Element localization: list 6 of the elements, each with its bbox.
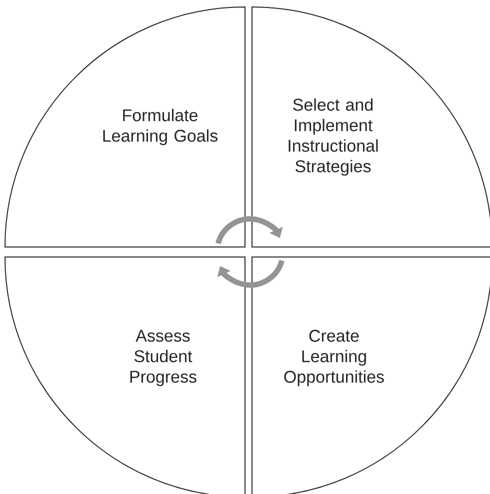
curved-arrow — [216, 216, 283, 244]
quadrant-segment: Select and Implement Instructional Strategies — [252, 6, 490, 248]
quadrant-segment: Formulate Learning Goals — [4, 6, 246, 248]
quadrant-segment: Assess Student Progress — [4, 256, 246, 494]
quadrant-segment: Create Learning Opportunities — [252, 256, 490, 494]
curved-arrow — [217, 260, 284, 288]
